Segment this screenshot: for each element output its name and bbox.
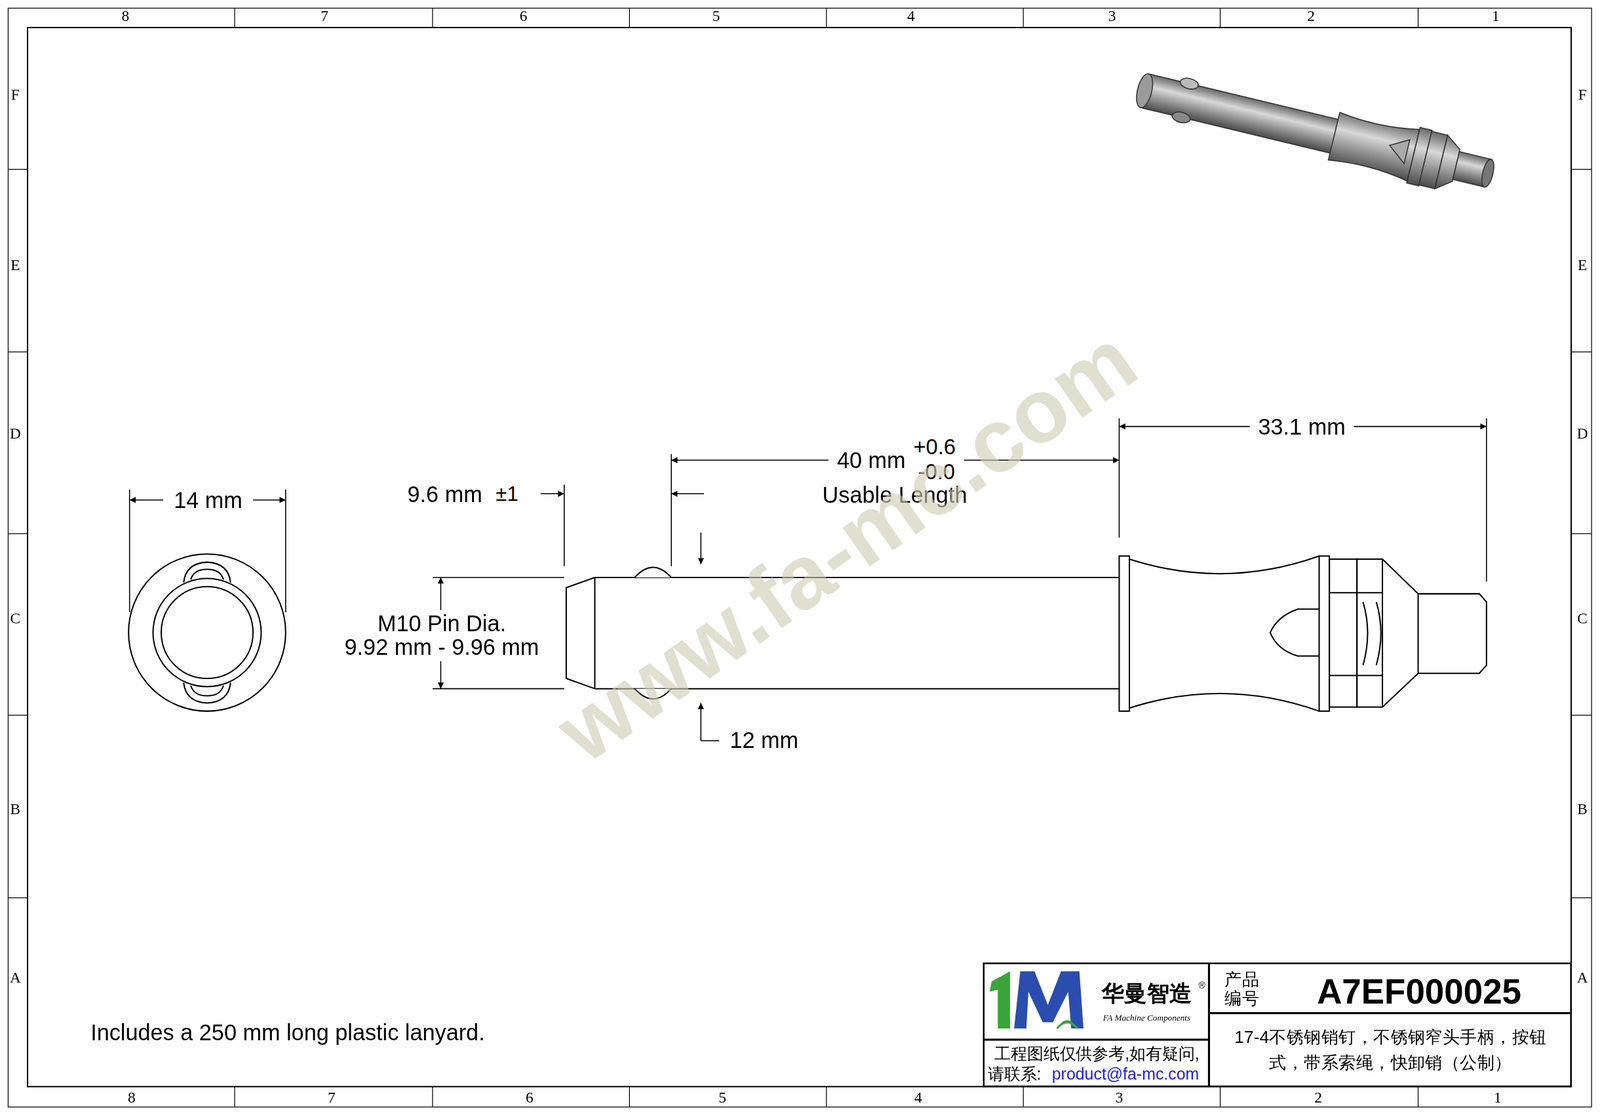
part-number: A7EF000025 <box>1316 972 1522 1011</box>
zone-number: 3 <box>1115 1089 1124 1107</box>
email-text: product@fa-mc.com <box>1052 1065 1200 1083</box>
zone-number: 8 <box>121 7 130 25</box>
zone-number: 4 <box>914 1089 923 1107</box>
note-text: 请联系: <box>987 1065 1042 1083</box>
note-text: 工程图纸仅供参考,如有疑问, <box>994 1044 1200 1063</box>
zone-number: 2 <box>1314 1089 1323 1107</box>
tolerance-text: ±1 <box>493 482 521 505</box>
zone-letter: C <box>10 609 21 627</box>
zone-number: 3 <box>1108 7 1117 25</box>
zone-letter: D <box>1577 425 1589 443</box>
dimension-text: 9.92 mm - 9.96 mm <box>342 635 541 661</box>
zone-letter: F <box>11 86 20 104</box>
dimension-text: 14 mm <box>171 488 245 514</box>
zone-number: 7 <box>320 7 329 25</box>
company-name: 华曼智造 <box>1101 981 1192 1007</box>
zone-number: 2 <box>1307 7 1315 25</box>
dimension-text: 12 mm <box>727 728 801 754</box>
zone-letter: E <box>1577 256 1587 274</box>
zone-letter: D <box>9 425 21 443</box>
zone-number: 1 <box>1491 7 1500 25</box>
zone-number: 6 <box>519 7 528 25</box>
registered-mark: ® <box>1198 981 1205 992</box>
description-cell: 17-4不锈钢销钉，不锈钢窄头手柄，按钮式，带系索绳，快卸销（公制） <box>1208 1013 1572 1087</box>
zone-letter: A <box>1577 968 1589 986</box>
dimension-text: 9.6 mm <box>405 482 484 508</box>
watermark: www.fa-mc.com <box>540 310 1154 782</box>
zone-number: 7 <box>327 1089 336 1107</box>
logo-mark <box>989 971 1084 1029</box>
zone-number: 5 <box>718 1089 727 1107</box>
zone-letter: A <box>9 968 21 986</box>
logo-cell: 华曼智造 FA Machine Components <box>983 962 1209 1040</box>
dimension-text: 33.1 mm <box>1255 414 1347 440</box>
zone-letter: B <box>10 800 21 818</box>
zone-letter: E <box>10 256 20 274</box>
company-name-en: FA Machine Components <box>1103 1013 1191 1024</box>
zone-letter: B <box>1577 800 1588 818</box>
notes-cell: 工程图纸仅供参考,如有疑问, 请联系: product@fa-mc.com <box>983 1039 1209 1087</box>
zone-number: 5 <box>712 7 721 25</box>
part-description: 17-4不锈钢销钉，不锈钢窄头手柄，按钮式，带系索绳，快卸销（公制） <box>1229 1025 1551 1077</box>
zone-number: 1 <box>1493 1089 1502 1107</box>
part-number-cell: 产品 编号 A7EF000025 <box>1208 962 1572 1013</box>
zone-number: 8 <box>127 1089 136 1107</box>
zone-letter: F <box>1578 86 1587 104</box>
end-view <box>128 553 286 712</box>
dimension-note: M10 Pin Dia. <box>375 612 508 638</box>
field-name: 产品 编号 <box>1224 970 1263 1009</box>
zone-number: 4 <box>907 7 916 25</box>
note-text: Includes a 250 mm long plastic lanyard. <box>90 1021 485 1047</box>
zone-number: 6 <box>525 1089 534 1107</box>
zone-letter: C <box>1577 609 1588 627</box>
iso-view <box>1130 61 1500 203</box>
